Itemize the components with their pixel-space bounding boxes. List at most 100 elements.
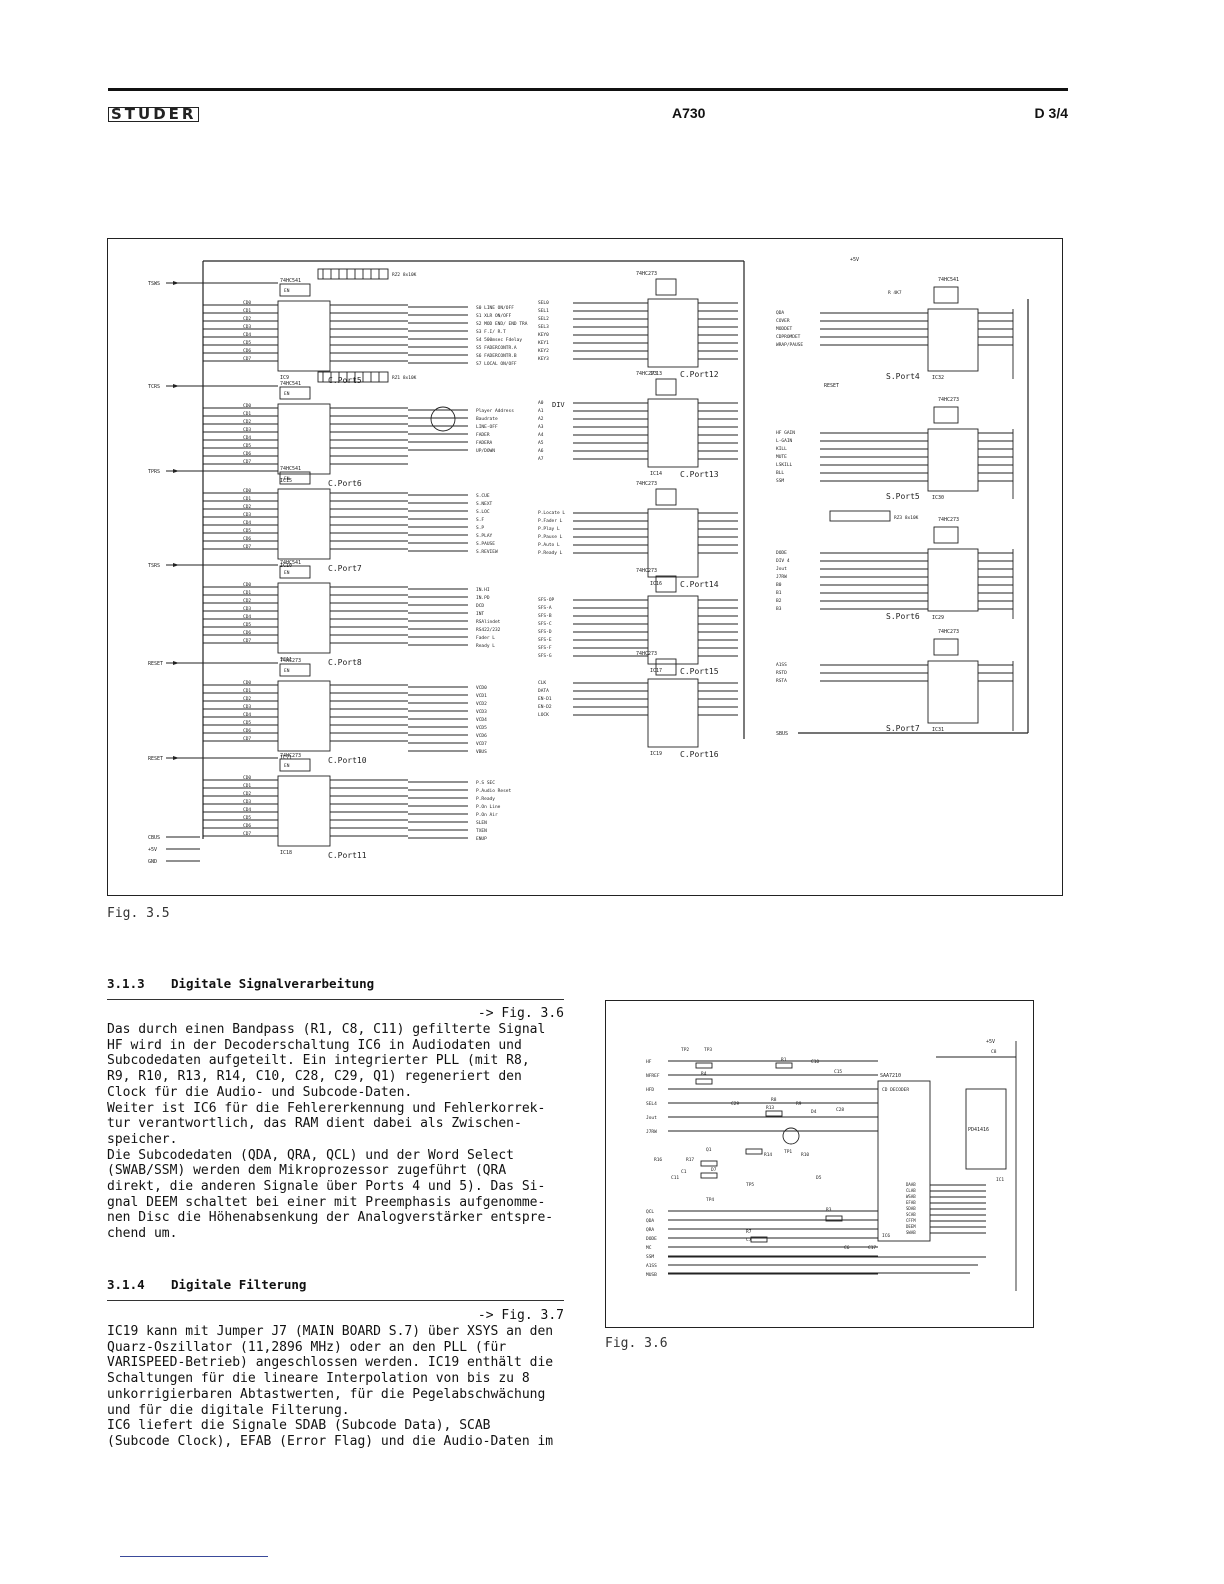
output-signal-label: S2 MOD END/ END TRA [476,321,528,327]
ic-chip [647,595,699,665]
bus-label: +5V [850,257,859,263]
resistor-array [829,510,891,522]
output-signal-label: Player Address [476,408,514,414]
component-label: D4 [811,1109,817,1115]
text-line: (SWAB/SSM) werden dem Mikroprozessor zug… [107,1163,507,1179]
port-name: C.Port12 [680,370,719,379]
chip-type: 74HC273 [938,517,959,523]
input-signal-label: COVER [776,318,790,324]
enable-label: EN [284,391,290,397]
bus-pin-label: CD0 [243,300,251,306]
model-label: A730 [672,105,706,121]
port-name: C.Port5 [328,376,362,385]
resistor-icon [750,1236,768,1243]
text-line: Weiter ist IC6 für die Fehlererkennung u… [107,1100,546,1116]
clock-gate [655,658,677,676]
port-control-signal: TSRS [148,563,160,569]
text-line: VARISPEED-Betrieb) angeschlossen werden.… [107,1355,554,1371]
text-line: Schaltungen für die lineare Interpolatio… [107,1371,530,1387]
port-control-signal: RESET [148,756,163,762]
ic-designator: IC32 [932,375,944,381]
output-signal-label: VBUS [476,749,487,755]
input-signal-label: MODDET [776,326,793,332]
clock-gate [655,575,677,593]
port-name: C.Port16 [680,750,719,759]
resistor-icon [825,1215,843,1222]
input-signal-label: DATA [538,688,549,694]
resistor-label: R 4K7 [888,290,902,296]
output-signal-label: P.Audio Reset [476,788,512,794]
output-signal-label: S6 FADERCONTR.B [476,353,517,359]
output-signal-label: S5 FADERCONTR.A [476,345,517,351]
chip-pin-label: DEEM [906,1224,916,1229]
section-title: Digitale Signalverarbeitung [171,976,375,991]
input-signal-label: KEY1 [538,340,549,346]
component-label: R3 [826,1207,832,1213]
bus-pin-label: CD0 [243,403,251,409]
output-signal-label: IN.PD [476,595,490,601]
bus-pin-label: CD6 [243,823,251,829]
section-rule [107,1300,564,1301]
input-signal-label: SFS-F [538,645,552,651]
ic-chip [647,398,699,468]
input-signal-label: LOCK [538,712,549,718]
bus-pin-label: CD5 [243,815,251,821]
bus-pin-label: CD5 [243,622,251,628]
input-signal-label: SFS-OP [538,597,555,603]
input-signal-label: KEY2 [538,348,549,354]
ic-designator: IC71 [280,755,292,761]
input-signal-label: KEY3 [538,356,549,362]
bus-pin-label: CD5 [243,340,251,346]
input-signal-label: P.Pause L [538,534,563,540]
bus-pin-label: CD1 [243,783,251,789]
port-name: C.Port10 [328,756,367,765]
chip-pin-label: CLAB [906,1188,916,1193]
chip-pin-label: SDAB [906,1206,916,1211]
enable-label: EN [284,668,290,674]
clock-gate [655,278,677,296]
bus-pin-label: CD6 [243,728,251,734]
input-signal-label: WRAP/PAUSE [776,342,803,348]
ic-designator: IC9 [280,375,289,381]
output-signal-label: S0 LINE ON/OFF [476,305,514,311]
ic-chip [927,548,979,612]
output-signal-label: VCD6 [476,733,487,739]
figure-reference: -> Fig. 3.6 [477,1006,564,1021]
enable-gate [279,471,311,485]
input-signal-label: EN-D2 [538,704,552,710]
component-label: C17 [868,1245,876,1251]
output-signal-label: P.Ready [476,796,495,802]
input-signal-label: SFS-D [538,629,552,635]
bus-pin-label: CD3 [243,324,251,330]
bus-pin-label: CD6 [243,630,251,636]
port-control-signal: TSWS [148,281,160,287]
bus-label: +5V [148,847,157,853]
arrow-icon [173,563,179,567]
output-signal-label: S7 LOCAL ON/OFF [476,361,517,367]
clock-gate [933,638,959,656]
input-signal-label: HFD [646,1087,654,1093]
text-line: chend um. [107,1226,178,1242]
output-signal-label: VCD3 [476,709,487,715]
text-line: gnal DEEM schaltet bei einer mit Preemph… [107,1194,546,1210]
section-rule [107,999,564,1000]
ic-chip [647,508,699,578]
input-signal-label: SFS-A [538,605,552,611]
input-signal-label: P.Play L [538,526,560,532]
resistor-array-label: RZ3 8x10K [894,515,919,521]
component-label: C6 [844,1245,850,1251]
bus-pin-label: CD2 [243,504,251,510]
text-line: R9, R10, R13, R14, C10, C28, C29, Q1) re… [107,1069,522,1085]
bus-pin-label: CD3 [243,512,251,518]
resistor-icon [700,1160,718,1167]
output-signal-label: RS422/232 [476,627,501,633]
chip-type: 74HC541 [280,278,301,284]
input-signal-label: Jout [776,566,787,572]
bus-pin-label: CD7 [243,736,251,742]
section-body-313: Das durch einen Bandpass (R1, C8, C11) g… [107,1022,564,1242]
component-label: TP2 [681,1047,689,1053]
input-signal-label: SSM [646,1254,654,1260]
input-signal-label: MUSB [646,1272,657,1278]
component-label: R7 [746,1229,752,1235]
